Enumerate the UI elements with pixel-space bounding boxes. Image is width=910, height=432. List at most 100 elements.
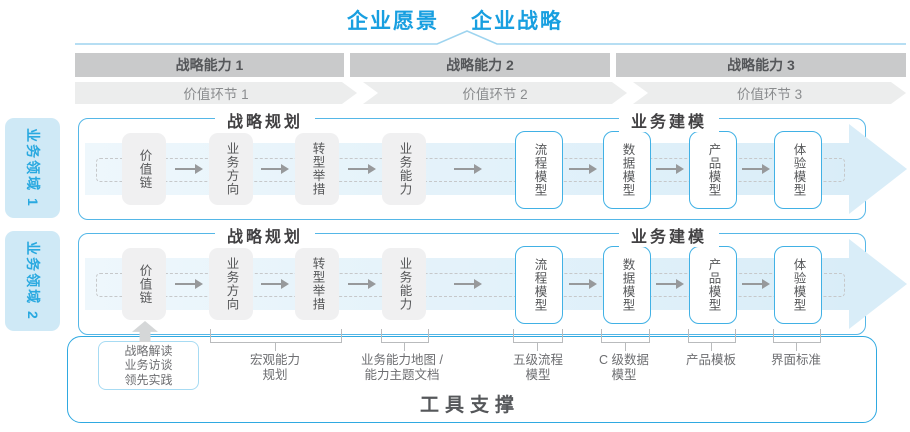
bracket-connector-product: [688, 329, 736, 351]
capability-label: 战略能力 1: [175, 57, 244, 73]
flow-arrow-icon: [569, 279, 597, 289]
capability-bar-segment-3: 战略能力 3: [616, 53, 906, 77]
box-value-chain: 价值链: [122, 248, 166, 320]
annotation-line: 模型: [611, 368, 637, 382]
annotation-line: 五级流程: [512, 353, 564, 367]
box-value-chain: 价值链: [122, 133, 166, 205]
tool-support-container: [67, 336, 877, 423]
source-line: 业务访谈: [124, 358, 173, 373]
flow-arrow-icon: [454, 164, 482, 174]
box-label: 数据模型: [620, 258, 635, 312]
box-business-capability: 业务能力: [382, 133, 426, 205]
box-label: 价值链: [137, 148, 152, 190]
box-experience-model: 体验模型: [774, 246, 822, 324]
bracket-connector-capmap: [381, 329, 429, 351]
flow-arrow-icon: [175, 164, 203, 174]
section-header-planning: 战略规划: [214, 108, 316, 132]
section-header-modeling: 业务建模: [618, 223, 720, 247]
value-chain-chevron-1: 价值环节 1: [75, 82, 357, 104]
section-header-modeling: 业务建模: [618, 108, 720, 132]
annotation-line: 规划: [262, 368, 288, 382]
box-label: 价值链: [137, 263, 152, 305]
title-pointer-line: [75, 30, 906, 45]
value-chain-label: 价值环节 1: [183, 87, 249, 102]
bracket-connector-data: [601, 329, 650, 351]
vision-title: 企业愿景: [347, 10, 439, 33]
box-label: 业务能力: [397, 142, 412, 196]
flow-arrow-icon: [261, 164, 289, 174]
strategy-title: 企业战略: [471, 10, 563, 33]
annotation-product-template: 产品模板: [686, 353, 736, 368]
flow-arrow-icon: [656, 164, 684, 174]
flow-arrow-icon: [348, 279, 376, 289]
source-line: 战略解读: [124, 343, 173, 358]
page-title: 企业愿景 企业战略: [0, 5, 910, 35]
box-label: 产品模型: [706, 258, 721, 312]
annotation-line: C 级数据: [598, 353, 650, 367]
bracket-connector-process: [513, 329, 563, 351]
box-data-model: 数据模型: [603, 131, 651, 209]
annotation-line: 能力主题文档: [364, 368, 440, 382]
box-process-model: 流程模型: [515, 246, 563, 324]
box-label: 产品模型: [706, 143, 721, 197]
bracket-connector-ui: [773, 329, 821, 351]
capability-bar-segment-1: 战略能力 1: [75, 53, 344, 77]
box-label: 业务方向: [224, 257, 239, 311]
box-data-model: 数据模型: [603, 246, 651, 324]
section-header-planning: 战略规划: [214, 223, 316, 247]
capability-label: 战略能力 3: [727, 57, 795, 73]
annotation-ui-standard: 界面标准: [771, 353, 821, 368]
annotation-capability-map: 业务能力地图 / 能力主题文档: [361, 353, 443, 383]
value-chain-label: 价值环节 3: [736, 87, 803, 102]
value-chain-label: 价值环节 2: [462, 87, 528, 102]
annotation-line: 模型: [525, 368, 551, 382]
box-business-direction: 业务方向: [209, 133, 253, 205]
flow-arrow-icon: [261, 279, 289, 289]
flow-arrow-icon: [569, 164, 597, 174]
box-product-model: 产品模型: [689, 246, 737, 324]
box-experience-model: 体验模型: [774, 131, 822, 209]
flow-panel-domain-2: 战略规划 业务建模 价值链 业务方向 转型举措 业务能力 流程模型 数据模型 产…: [78, 223, 907, 335]
box-label: 流程模型: [532, 143, 547, 197]
box-transformation-initiatives: 转型举措: [295, 133, 339, 205]
annotation-macro-capability-planning: 宏观能力 规划: [250, 353, 300, 383]
box-product-model: 产品模型: [689, 131, 737, 209]
box-label: 转型举措: [310, 257, 325, 311]
tool-support-title: 工具支撑: [419, 395, 521, 416]
capability-label: 战略能力 2: [446, 57, 514, 73]
box-business-capability: 业务能力: [382, 248, 426, 320]
source-line: 领先实践: [124, 372, 173, 387]
flow-panel-domain-1: 战略规划 业务建模 价值链 业务方向 转型举措 业务能力 流程模型 数据模型 产…: [78, 108, 907, 220]
capability-bar-segment-2: 战略能力 2: [350, 53, 610, 77]
flow-arrow-icon: [656, 279, 684, 289]
flow-arrow-icon: [742, 279, 770, 289]
flow-band-arrowhead-icon: [849, 239, 907, 329]
domain-label-text: 业务领域 2: [24, 241, 41, 321]
annotation-line: 宏观能力: [249, 353, 301, 367]
flow-arrow-icon: [175, 279, 203, 289]
domain-label-text: 业务领域 1: [24, 128, 41, 208]
value-chain-chevron-2: 价值环节 2: [363, 82, 627, 104]
domain-label-1: 业务领域 1: [5, 118, 60, 218]
flow-arrow-icon: [454, 279, 482, 289]
box-label: 数据模型: [620, 143, 635, 197]
box-label: 转型举措: [310, 142, 325, 196]
box-business-direction: 业务方向: [209, 248, 253, 320]
annotation-line: 产品模板: [685, 353, 737, 367]
box-transformation-initiatives: 转型举措: [295, 248, 339, 320]
annotation-line: 业务能力地图 /: [361, 353, 443, 367]
box-label: 体验模型: [791, 143, 806, 197]
annotation-c-level-data-model: C 级数据 模型: [599, 353, 649, 383]
annotation-line: 界面标准: [770, 353, 822, 367]
strategy-sources-box: 战略解读 业务访谈 领先实践: [98, 341, 199, 390]
dashed-track: [96, 273, 845, 297]
box-label: 体验模型: [791, 258, 806, 312]
value-chain-chevron-3: 价值环节 3: [633, 82, 906, 104]
box-label: 流程模型: [532, 258, 547, 312]
flow-arrow-icon: [348, 164, 376, 174]
annotation-level5-process-model: 五级流程 模型: [513, 353, 563, 383]
bracket-connector-macro: [210, 329, 342, 351]
flow-band-arrowhead-icon: [849, 124, 907, 214]
domain-label-2: 业务领域 2: [5, 231, 60, 331]
